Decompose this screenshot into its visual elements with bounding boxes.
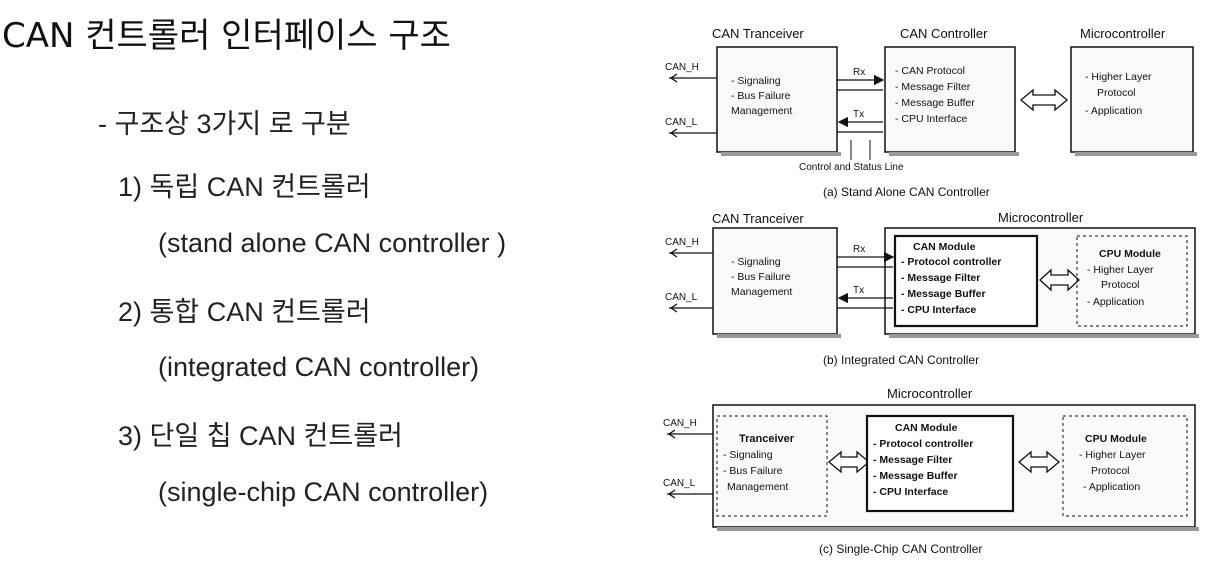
- a-controller-title: CAN Controller: [900, 26, 988, 41]
- c-cpu-item-1: - Higher Layer: [1079, 449, 1146, 461]
- item-2-english: (integrated CAN controller): [158, 352, 480, 382]
- can-architecture-diagrams: CAN Tranceiver CAN Controller Microcontr…: [663, 26, 1199, 556]
- a-controller-item-2: - Message Filter: [895, 81, 971, 93]
- a-controller-item-4: - CPU Interface: [895, 113, 968, 125]
- c-can-l-label: CAN_L: [663, 478, 696, 489]
- b-can-l-label: CAN_L: [665, 292, 698, 303]
- a-control-line-label: Control and Status Line: [799, 162, 904, 173]
- b-module-item-4: - CPU Interface: [901, 304, 976, 316]
- a-micro-item-1: - Higher Layer: [1085, 71, 1152, 83]
- c-transceiver-item-1: - Signaling: [723, 449, 773, 461]
- a-controller-item-3: - Message Buffer: [895, 97, 975, 109]
- b-module-title: CAN Module: [913, 241, 976, 253]
- a-can-h-label: CAN_H: [665, 62, 699, 73]
- b-cpu-module-box: [1076, 235, 1188, 327]
- slide-title: CAN 컨트롤러 인터페이스 구조: [2, 16, 451, 56]
- a-transceiver-box: [716, 46, 838, 153]
- item-3-english: (single-chip CAN controller): [158, 477, 489, 507]
- b-cpu-item-1: - Higher Layer: [1087, 264, 1154, 276]
- c-transceiver-title: Tranceiver: [739, 433, 795, 445]
- a-controller-item-1: - CAN Protocol: [895, 65, 965, 77]
- c-cpu-item-3: - Application: [1083, 481, 1140, 493]
- b-transceiver-box: [712, 227, 838, 335]
- c-module-item-4: - CPU Interface: [873, 486, 948, 498]
- c-module-item-3: - Message Buffer: [873, 470, 958, 482]
- a-transceiver-shadow: [721, 152, 841, 156]
- c-caption: (c) Single-Chip CAN Controller: [819, 542, 982, 556]
- b-cpu-title: CPU Module: [1099, 248, 1161, 260]
- diagram-c: Microcontroller Tranceiver - Signaling -…: [663, 386, 1199, 556]
- c-module-item-1: - Protocol controller: [873, 438, 973, 450]
- b-can-module-box: [893, 234, 1039, 328]
- b-micro-title: Microcontroller: [998, 210, 1084, 225]
- b-tx-label: Tx: [853, 285, 864, 296]
- a-micro-title: Microcontroller: [1080, 26, 1166, 41]
- b-can-h-label: CAN_H: [665, 237, 699, 248]
- a-rx-label: Rx: [853, 67, 865, 78]
- a-controller-box: [884, 46, 1016, 153]
- c-can-h-label: CAN_H: [663, 418, 697, 429]
- bullet-text: - 구조상 3가지 로 구분: [98, 109, 351, 139]
- text-panel: CAN 컨트롤러 인터페이스 구조 - 구조상 3가지 로 구분 1) 독립 C…: [2, 16, 507, 507]
- a-transceiver-item-2: - Bus Failure: [731, 90, 791, 102]
- b-cpu-item-2: Protocol: [1101, 279, 1140, 291]
- diagram-panel: CAN Tranceiver CAN Controller Microcontr…: [655, 0, 1214, 568]
- a-transceiver-title: CAN Tranceiver: [712, 26, 804, 41]
- b-module-item-3: - Message Buffer: [901, 288, 986, 300]
- b-transceiver-title: CAN Tranceiver: [712, 211, 804, 226]
- c-micro-title: Microcontroller: [887, 386, 973, 401]
- a-can-l-label: CAN_L: [665, 117, 698, 128]
- item-2-label: 2) 통합 CAN 컨트롤러: [118, 297, 371, 327]
- c-cpu-item-2: Protocol: [1091, 465, 1130, 477]
- b-rx-label: Rx: [853, 244, 865, 255]
- b-transceiver-item-2: - Bus Failure: [731, 271, 791, 283]
- a-transceiver-item-3: Management: [731, 105, 792, 117]
- diagram-b: CAN Tranceiver Microcontroller - Signali…: [665, 210, 1199, 367]
- a-transceiver-item-1: - Signaling: [731, 75, 781, 87]
- b-transceiver-item-3: Management: [731, 286, 792, 298]
- c-arrow-right: [1017, 450, 1061, 474]
- c-transceiver-item-3: Management: [727, 481, 788, 493]
- c-cpu-title: CPU Module: [1085, 433, 1147, 445]
- item-3-label: 3) 단일 칩 CAN 컨트롤러: [118, 421, 403, 451]
- b-module-item-1: - Protocol controller: [901, 256, 1001, 268]
- c-module-title: CAN Module: [895, 422, 958, 434]
- c-cpu-module-box: [1062, 415, 1188, 517]
- c-can-module-box: [865, 414, 1015, 513]
- a-tx-label: Tx: [853, 109, 864, 120]
- c-transceiver-box: [716, 415, 828, 517]
- item-1-label: 1) 독립 CAN 컨트롤러: [118, 172, 371, 202]
- a-micro-box: [1070, 46, 1194, 153]
- c-module-item-2: - Message Filter: [873, 454, 952, 466]
- b-transceiver-item-1: - Signaling: [731, 256, 781, 268]
- a-bus-arrow: [1019, 88, 1069, 112]
- c-transceiver-item-2: - Bus Failure: [723, 465, 783, 477]
- b-module-item-2: - Message Filter: [901, 272, 980, 284]
- a-micro-item-2: Protocol: [1097, 87, 1136, 99]
- a-micro-item-3: - Application: [1085, 105, 1142, 117]
- item-1-english: (stand alone CAN controller ): [158, 228, 507, 258]
- a-caption: (a) Stand Alone CAN Controller: [823, 185, 990, 199]
- b-caption: (b) Integrated CAN Controller: [823, 353, 979, 367]
- b-internal-arrow: [1039, 268, 1080, 292]
- diagram-a: CAN Tranceiver CAN Controller Microcontr…: [665, 26, 1197, 199]
- b-cpu-item-3: - Application: [1087, 296, 1144, 308]
